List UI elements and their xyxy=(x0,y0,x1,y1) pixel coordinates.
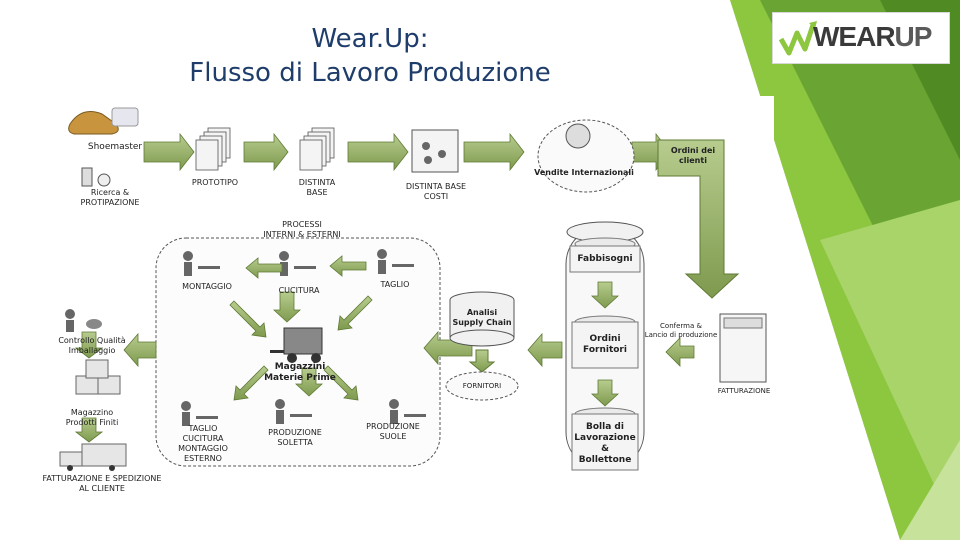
title-line-2: Flusso di Lavoro Produzione xyxy=(189,58,551,88)
supply-chain-label: Analisi Supply Chain xyxy=(452,308,512,327)
international-sales-label: Vendite Internazionali xyxy=(534,168,634,177)
logo-wordmark: WEARUP xyxy=(813,21,933,53)
title-line-1: Wear.Up: xyxy=(311,24,429,54)
logo-up: UP xyxy=(894,21,933,52)
processes-label: PROCESSI INTERNI & ESTERNI xyxy=(263,220,341,239)
sole-production-label: PRODUZIONE SUOLE xyxy=(366,422,420,441)
research-label: Ricerca & PROTIPAZIONE xyxy=(80,188,140,207)
insole-production-label: PRODUZIONE SOLETTA xyxy=(268,428,322,447)
cost-document-icon xyxy=(411,129,459,173)
external-processing-label: TAGLIO CUCITURA MONTAGGIO ESTERNO xyxy=(178,424,228,463)
suppliers-label: FORNITORI xyxy=(462,382,502,390)
suppliers-cloud xyxy=(445,371,519,401)
cutting-label: TAGLIO xyxy=(380,280,410,289)
analysis-down-arrow xyxy=(468,349,496,373)
left-column-arrows xyxy=(74,331,104,443)
diagram-graphics xyxy=(59,107,767,471)
stitching-label: CUCITURA xyxy=(278,286,320,295)
process-arrows xyxy=(123,255,695,401)
top-arrows xyxy=(143,132,671,172)
cost-bom-label: DISTINTA BASE COSTI xyxy=(405,182,467,201)
assembly-label: MONTAGGIO xyxy=(182,282,232,291)
slide-title: Wear.Up: Flusso di Lavoro Produzione xyxy=(150,22,590,90)
prototype-label: PROTOTIPO xyxy=(191,178,239,187)
invoice-machine-icon xyxy=(719,313,767,383)
supply-chain-cylinder xyxy=(449,291,515,347)
finished-goods-label: Magazzino Prodotti Finiti xyxy=(65,408,119,427)
logo-wear: WEAR xyxy=(813,21,896,52)
document-stack-icon xyxy=(195,127,335,171)
invoicing-shipping-label: FATTURAZIONE E SPEDIZIONE AL CLIENTE xyxy=(42,474,162,493)
customer-orders-label: Ordini dei clienti xyxy=(670,146,716,165)
globe-cloud-icon xyxy=(537,119,635,193)
procurement-cylinder xyxy=(565,221,645,471)
wearup-logo: WEARUP xyxy=(772,12,950,64)
supplier-orders-label: Ordini Fornitori xyxy=(583,334,627,355)
research-icon xyxy=(81,167,111,187)
workflow-diagram: Shoemaster Ricerca & PROTIPAZIONE PROTOT… xyxy=(43,96,774,500)
work-order-label: Bolla di Lavorazione & Bollettone xyxy=(574,422,636,465)
confirmation-label: Conferma & Lancio di produzione xyxy=(644,322,718,339)
forklift-icon xyxy=(270,327,323,363)
customer-orders-arrow xyxy=(657,139,740,299)
raw-materials-warehouse-label: Magazzini Materie Prime xyxy=(264,362,336,383)
left-column-icons xyxy=(59,309,127,471)
shoe-icon xyxy=(68,107,139,135)
bill-of-materials-label: DISTINTA BASE xyxy=(298,178,336,197)
cylinder-arrows xyxy=(590,281,620,407)
requirements-label: Fabbisogni xyxy=(577,254,633,264)
worker-icons xyxy=(181,249,426,426)
shoemaster-label: Shoemaster xyxy=(87,142,143,152)
invoice-label: FATTURAZIONE xyxy=(717,387,771,395)
quality-control-label: Controllo Qualità Imballaggio xyxy=(58,336,126,355)
logo-mark-icon xyxy=(779,21,817,56)
